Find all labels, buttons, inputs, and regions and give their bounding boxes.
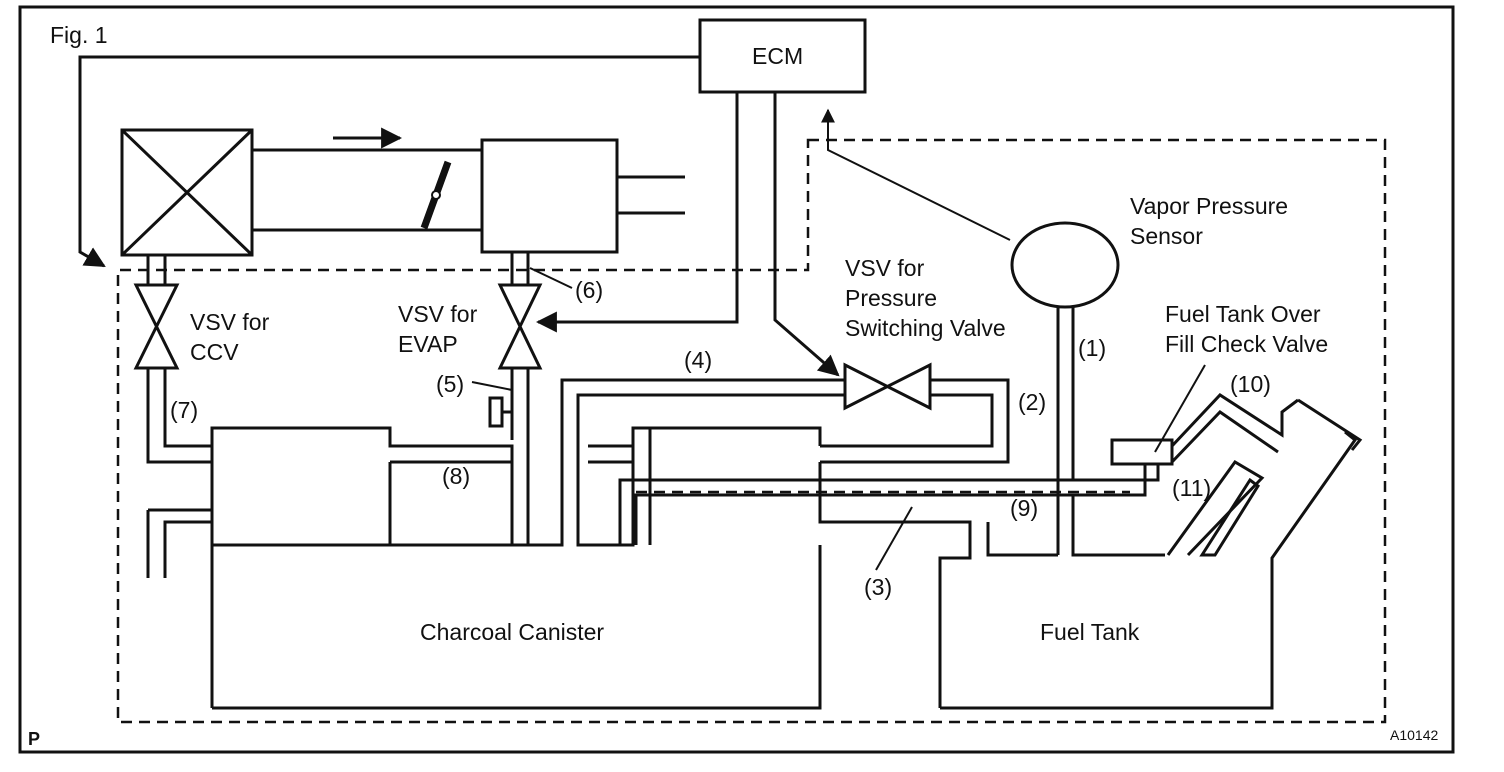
filler-neck-outer [1170, 393, 1299, 448]
vapor-sensor-label-1: Vapor Pressure [1130, 193, 1288, 219]
callout-9: (9) [1010, 495, 1038, 521]
callout-10: (10) [1230, 371, 1271, 397]
ecm-label: ECM [752, 43, 803, 69]
ecm-to-ccv-wire [78, 55, 700, 268]
intake-manifold-box [480, 138, 619, 254]
figure-code: A10142 [1390, 727, 1438, 743]
fuel-tank-label: Fuel Tank [1040, 619, 1140, 645]
vsv-evap-valve [497, 283, 543, 370]
vsv-pressure-label-3: Switching Valve [845, 315, 1006, 341]
vsv-ccv-label-2: CCV [190, 339, 239, 365]
vsv-ccv-valve [133, 283, 180, 370]
canister-label: Charcoal Canister [420, 619, 604, 645]
fill-check-valve [1110, 438, 1174, 466]
sensor-signal-wire [821, 108, 1011, 241]
callout-1: (1) [1078, 335, 1106, 361]
overfill-valve-label-1: Fuel Tank Over [1165, 301, 1321, 327]
vsv-evap-label-1: VSV for [398, 301, 478, 327]
leader-5 [471, 381, 513, 391]
overfill-valve-label-2: Fill Check Valve [1165, 331, 1328, 357]
fuel-tank [940, 430, 1358, 710]
callout-8: (8) [442, 463, 470, 489]
filler-neck-mid [1170, 410, 1279, 464]
vapor-line-inner [634, 462, 1147, 545]
vsv-ccv-label-1: VSV for [190, 309, 270, 335]
figure-label: Fig. 1 [50, 22, 108, 48]
filler-pipe-11b [1199, 477, 1261, 557]
vsv-pressure-label-1: VSV for [845, 255, 925, 281]
pressure-loop-inner [820, 393, 994, 448]
callout-11: (11) [1172, 475, 1211, 501]
vapor-pressure-sensor [1010, 221, 1120, 309]
figure-frame [18, 5, 1455, 754]
callout-4: (4) [684, 347, 712, 373]
charcoal-canister [210, 378, 972, 710]
callout-7: (7) [170, 397, 198, 423]
dashed-enclosure [116, 138, 1387, 724]
callout-5: (5) [436, 371, 464, 397]
ccv-pipe-inner [163, 368, 212, 448]
ccv-pipe-outer [146, 368, 212, 464]
filler-cap-line [1297, 398, 1363, 451]
throttle-shaft [431, 190, 441, 200]
service-port [488, 396, 504, 428]
vsv-evap-label-2: EVAP [398, 331, 458, 357]
vsv-pressure-label-2: Pressure [845, 285, 937, 311]
canister-vent-inner [163, 520, 212, 578]
air-cleaner-cross-2 [120, 128, 254, 257]
valve-leader [1154, 364, 1206, 453]
ecm-to-evap-wire [535, 92, 739, 333]
vapor-line-outer [618, 462, 1160, 545]
leader-6 [529, 267, 573, 289]
callout-2: (2) [1018, 389, 1046, 415]
callout-6: (6) [575, 277, 603, 303]
corner-mark: P [28, 729, 40, 749]
leader-3 [875, 506, 913, 571]
pressure-loop-outer [820, 378, 1010, 464]
ecm-to-pressure-vsv-wire [773, 92, 840, 377]
vapor-sensor-label-2: Sensor [1130, 223, 1203, 249]
vsv-pressure-valve [843, 362, 932, 411]
callout-3: (3) [864, 574, 892, 600]
